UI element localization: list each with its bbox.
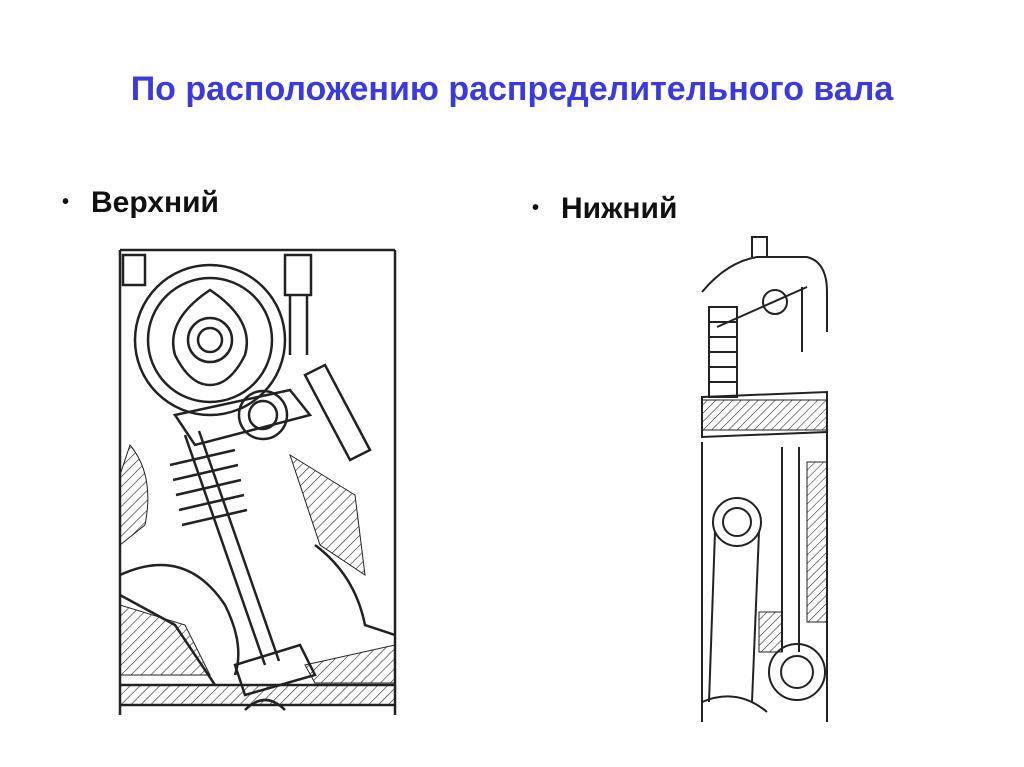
bullet-upper-label: Верхний [91,186,219,219]
bullet-upper: • Верхний [62,186,219,220]
bullet-dot: • [532,197,540,219]
bullet-lower: • Нижний [532,192,677,226]
lower-camshaft-drawing [701,236,828,722]
bullet-dot: • [62,191,70,213]
bullet-lower-label: Нижний [561,192,678,225]
overhead-camshaft-drawing [118,248,397,715]
slide-title: По расположению распределительного вала [130,70,894,108]
